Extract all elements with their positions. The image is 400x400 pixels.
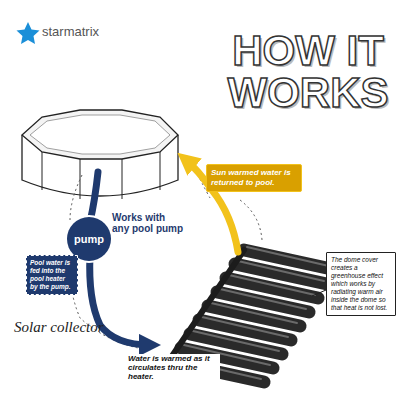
blue-flow-arrow <box>90 172 98 222</box>
node-text: Pool water is fed into the pool heater b… <box>30 259 74 291</box>
pool <box>22 110 178 199</box>
node-text: Sun warmed water is returned to pool. <box>211 168 297 188</box>
logo-star <box>17 22 40 44</box>
return-note-box: Sun warmed water is returned to pool. <box>206 164 302 192</box>
dome-callout-box: The dome cover creates a greenhouse effe… <box>326 252 396 316</box>
node-text: pump <box>67 232 111 246</box>
brand-name: starmatrix <box>42 24 132 40</box>
pump-note: Works with any pool pump <box>112 212 184 234</box>
leader-line <box>312 290 326 296</box>
pool-water <box>30 115 170 154</box>
title: HOW IT WORKS <box>218 30 398 114</box>
collector-label: Solar collector <box>14 318 124 336</box>
pool-rim <box>22 110 178 159</box>
feed-note-box: Pool water is fed into the pool heater b… <box>26 255 78 295</box>
node-text: The dome cover creates a greenhouse effe… <box>331 256 391 312</box>
warming-note: Water is warmed as it circulates thru th… <box>128 354 220 381</box>
collector-manifold <box>168 250 244 362</box>
